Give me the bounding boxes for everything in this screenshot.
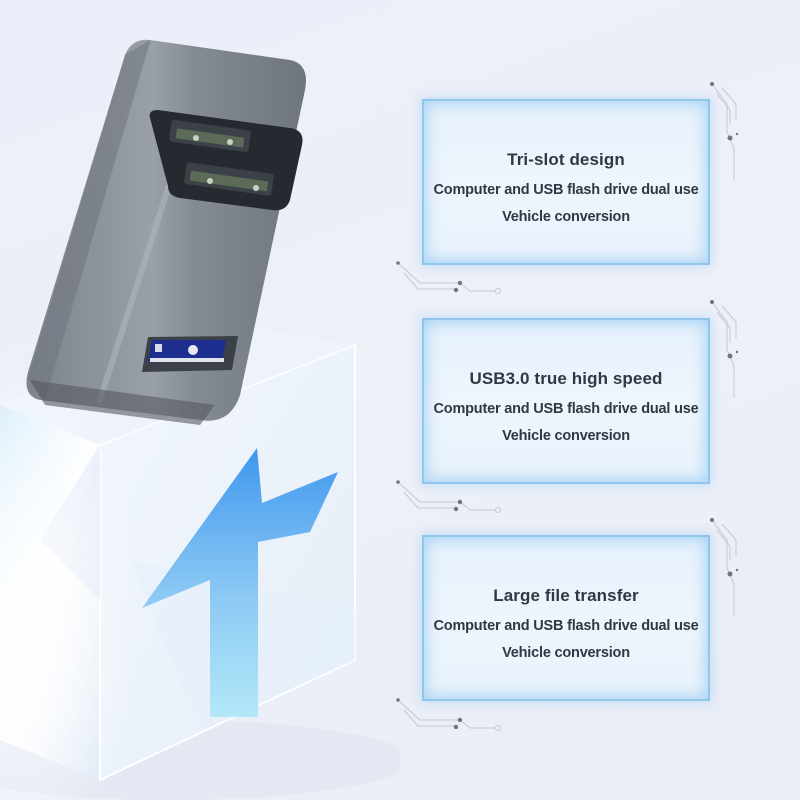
usb3-side-port — [142, 336, 238, 372]
circuit-trace-icon — [710, 300, 739, 398]
feature-card-usb3-speed: USB3.0 true high speed Computer and USB … — [422, 318, 710, 484]
usb-port-top-2 — [184, 162, 274, 196]
feature-card-tri-slot: Tri-slot design Computer and USB flash d… — [422, 99, 710, 265]
feature-title: USB3.0 true high speed — [469, 368, 663, 388]
product-illustration — [0, 39, 400, 800]
feature-line: Computer and USB flash drive dual use — [433, 181, 699, 198]
upload-arrow-icon — [142, 448, 338, 717]
adapter-on-glass-cube-image — [0, 39, 400, 800]
feature-card-large-file-transfer: Large file transfer Computer and USB fla… — [422, 535, 710, 701]
feature-line: Computer and USB flash drive dual use — [433, 400, 699, 417]
feature-line: Vehicle conversion — [502, 208, 630, 225]
feature-title: Large file transfer — [493, 585, 639, 605]
feature-line: Vehicle conversion — [502, 427, 630, 444]
circuit-trace-icon — [396, 480, 501, 513]
feature-line: Vehicle conversion — [502, 644, 630, 661]
usb-port-top-1 — [169, 119, 251, 153]
feature-title: Tri-slot design — [507, 149, 625, 169]
feature-line: Computer and USB flash drive dual use — [433, 617, 699, 634]
circuit-trace-icon — [710, 82, 739, 180]
circuit-trace-icon — [396, 698, 501, 731]
circuit-trace-icon — [710, 518, 739, 616]
circuit-trace-icon — [396, 261, 501, 294]
